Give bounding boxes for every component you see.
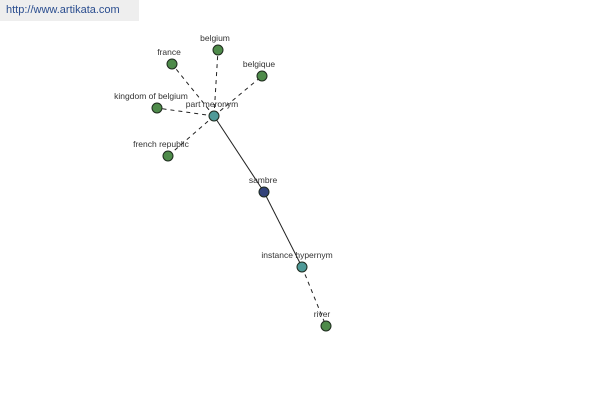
edge-instance-hypernym-to-river <box>301 266 327 327</box>
node-label-belgium: belgium <box>200 33 230 43</box>
node-label-france: france <box>157 47 181 57</box>
node-sambre[interactable] <box>258 186 270 198</box>
edges-layer <box>156 49 327 327</box>
edge-part-meronym-to-french-republic <box>167 115 215 157</box>
nodes-layer <box>151 44 332 332</box>
node-label-sambre: sambre <box>249 175 278 185</box>
node-label-part-meronym: part meronym <box>186 99 238 109</box>
node-instance-hypernym[interactable] <box>296 261 308 273</box>
node-label-instance-hypernym: instance hypernym <box>261 250 332 260</box>
node-label-kingdom-of-belgium: kingdom of belgium <box>114 91 188 101</box>
node-label-river: river <box>314 309 331 319</box>
node-label-french-republic: french republic <box>133 139 190 149</box>
node-belgique[interactable] <box>256 70 268 82</box>
edge-part-meronym-to-belgique <box>213 75 263 117</box>
labels-layer: france belgium belgique kingdom of belgium f… <box>114 33 333 319</box>
edge-sambre-to-part-meronym <box>213 115 265 193</box>
node-belgium[interactable] <box>212 44 224 56</box>
edge-part-meronym-to-belgium <box>213 49 219 117</box>
node-river[interactable] <box>320 320 332 332</box>
node-label-belgique: belgique <box>243 59 275 69</box>
node-french-republic[interactable] <box>162 150 174 162</box>
node-part-meronym[interactable] <box>208 110 220 122</box>
site-url-link[interactable]: http://www.artikata.com <box>0 0 139 21</box>
edge-part-meronym-to-france <box>171 63 215 117</box>
node-france[interactable] <box>166 58 178 70</box>
node-kingdom-of-belgium[interactable] <box>151 102 163 114</box>
edge-part-meronym-to-kingdom-of-belgium <box>156 107 215 117</box>
edge-sambre-to-instance-hypernym <box>263 191 303 268</box>
